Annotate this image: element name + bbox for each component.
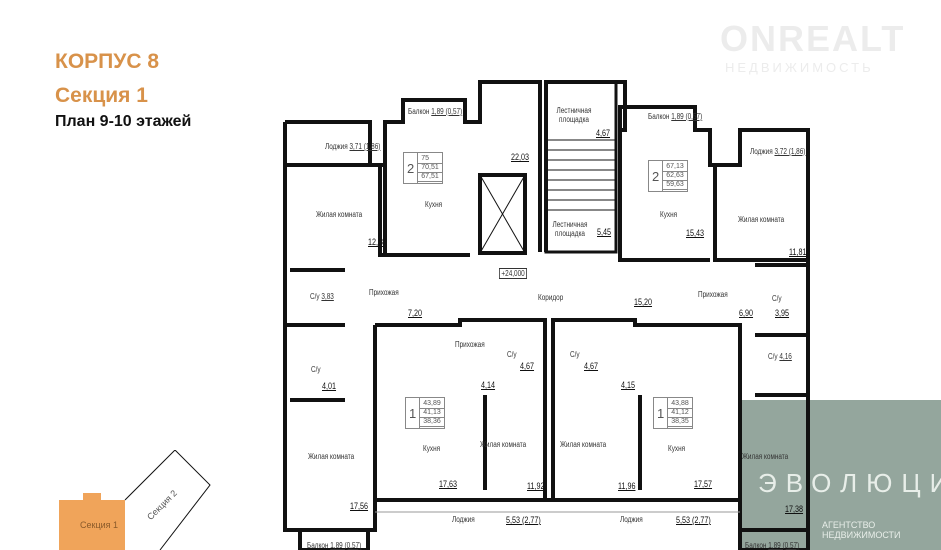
bath-mid-right-label: С/у bbox=[570, 350, 580, 359]
wall-outer-top-right bbox=[544, 80, 810, 540]
kitchen-top-right-label: Кухня bbox=[660, 210, 678, 219]
stair-bottom-label: Лестничная площадка bbox=[552, 220, 588, 238]
total-area: 43,89 bbox=[420, 400, 444, 409]
kitchen-bottom-right-area: 17,57 bbox=[694, 479, 713, 489]
area-reduced: 70,51 bbox=[418, 164, 442, 173]
bath-left-bottom-label: С/у bbox=[311, 365, 321, 374]
bath-mid-left-area: 4,67 bbox=[520, 361, 535, 371]
balcony-bottom-right-label: Балкон 1,89 (0,57) bbox=[745, 541, 800, 550]
kitchen-top-right-area: 15,43 bbox=[686, 228, 705, 238]
total-area: 75 bbox=[418, 155, 442, 164]
wall-outer-bottom bbox=[300, 498, 808, 532]
living-area: 67,51 bbox=[418, 173, 442, 182]
living-top-right-label: Жилая комната bbox=[738, 215, 785, 224]
minimap-section1-bump bbox=[83, 493, 101, 501]
living-area: 59,63 bbox=[663, 181, 687, 190]
total-area: 67,13 bbox=[663, 163, 687, 172]
loggia-top-right-label: Лоджия 3,72 (1,86) bbox=[750, 147, 806, 156]
kitchen-top-left-label: Кухня bbox=[425, 200, 443, 209]
corridor-area: 15,20 bbox=[634, 297, 653, 307]
minimap-section1 bbox=[59, 500, 125, 550]
hall-mid-left-area: 4,14 bbox=[481, 380, 496, 390]
area-reduced: 41,13 bbox=[420, 409, 444, 418]
onrealt-watermark-sub: НЕДВИЖИМОСТЬ bbox=[725, 60, 874, 75]
stair-top-label: Лестничная площадка bbox=[556, 106, 592, 124]
agency-watermark-subtitle: АГЕНТСТВО НЕДВИЖИМОСТИ bbox=[822, 520, 901, 540]
living-bottom-left-area: 17,56 bbox=[350, 501, 369, 511]
section-title: Секция 1 bbox=[55, 84, 148, 107]
bath-left-top-label: С/у 3,83 bbox=[310, 292, 334, 301]
hall-left-area: 7,20 bbox=[408, 308, 423, 318]
living-bottom-left-label: Жилая комната bbox=[308, 452, 355, 461]
minimap-section2 bbox=[124, 450, 211, 550]
living-area: 38,35 bbox=[668, 418, 692, 427]
elevator bbox=[478, 173, 527, 255]
bath-left-bottom-area: 4,01 bbox=[322, 381, 337, 391]
loggia-bottom-left-area: 5,53 (2,77) bbox=[506, 515, 541, 525]
bath-right-top-area: 3,95 bbox=[775, 308, 790, 318]
kitchen-bottom-left-label: Кухня bbox=[423, 444, 441, 453]
bath-mid-left-label: С/у bbox=[507, 350, 517, 359]
loggia-bottom-left-label: Лоджия bbox=[452, 515, 475, 524]
balcony-top-left-label: Балкон 1,89 (0,57) bbox=[408, 107, 463, 116]
building-title: КОРПУС 8 bbox=[55, 50, 159, 73]
living-bottom-midright-label: Жилая комната bbox=[560, 440, 607, 449]
living-top-right-area: 11,81 bbox=[789, 247, 807, 257]
agency-watermark-title: ЭВОЛЮЦИЯ bbox=[758, 468, 941, 498]
hall-left-label: Прихожая bbox=[369, 288, 399, 297]
stair-top-area: 4,67 bbox=[596, 128, 611, 138]
balcony-bottom-left-label: Балкон 1,89 (0,57) bbox=[307, 541, 362, 550]
living-bottom-right-label: Жилая комната bbox=[742, 452, 789, 461]
living-area: 38,36 bbox=[420, 418, 444, 427]
bath-right-top-label: С/у bbox=[772, 294, 782, 303]
hall-mid-right-area: 4,15 bbox=[621, 380, 636, 390]
loggia-bottom-right-label: Лоджия bbox=[620, 515, 643, 524]
hall-right-label: Прихожая bbox=[698, 290, 728, 299]
minimap-section1-label: Секция 1 bbox=[80, 520, 119, 530]
apartment-room-count: 1 bbox=[654, 398, 669, 428]
kitchen-bottom-left-area: 17,63 bbox=[439, 479, 458, 489]
kitchen-top-left-area: 22,03 bbox=[511, 152, 530, 162]
hall-mid-left-label: Прихожая bbox=[455, 340, 485, 349]
bath-right-bottom-label: С/у 4,16 bbox=[768, 352, 792, 361]
living-top-left-area: 12,88 bbox=[368, 237, 387, 247]
living-bottom-right-area: 17,38 bbox=[785, 504, 804, 514]
living-bottom-midleft-area: 11,92 bbox=[527, 481, 545, 491]
total-area: 43,88 bbox=[668, 400, 692, 409]
bath-mid-right-area: 4,67 bbox=[584, 361, 599, 371]
balcony-top-right-label: Балкон 1,89 (0,57) bbox=[648, 112, 703, 121]
corridor-label: Коридор bbox=[538, 293, 564, 302]
area-reduced: 62,63 bbox=[663, 172, 687, 181]
hall-right-area: 6,90 bbox=[739, 308, 754, 318]
wall-outer-left bbox=[283, 122, 300, 532]
loggia-bottom-right-area: 5,53 (2,77) bbox=[676, 515, 711, 525]
apartment-room-count: 2 bbox=[649, 161, 664, 191]
apartment-room-count: 2 bbox=[404, 153, 419, 183]
area-reduced: 41,12 bbox=[668, 409, 692, 418]
living-top-left-label: Жилая комната bbox=[316, 210, 363, 219]
living-bottom-midleft-label: Жилая комната bbox=[480, 440, 527, 449]
agency-watermark-box bbox=[741, 400, 941, 550]
plan-title: План 9-10 этажей bbox=[55, 113, 192, 130]
apartment-room-count: 1 bbox=[406, 398, 421, 428]
loggia-top-left-label: Лоджия 3,71 (1,86) bbox=[325, 142, 381, 151]
kitchen-bottom-right-label: Кухня bbox=[668, 444, 686, 453]
stair-bottom-area: 5,45 bbox=[597, 227, 612, 237]
onrealt-watermark: ONREALT bbox=[720, 18, 906, 59]
level-mark: +24,000 bbox=[499, 268, 528, 279]
living-bottom-midright-area: 11,96 bbox=[618, 481, 636, 491]
